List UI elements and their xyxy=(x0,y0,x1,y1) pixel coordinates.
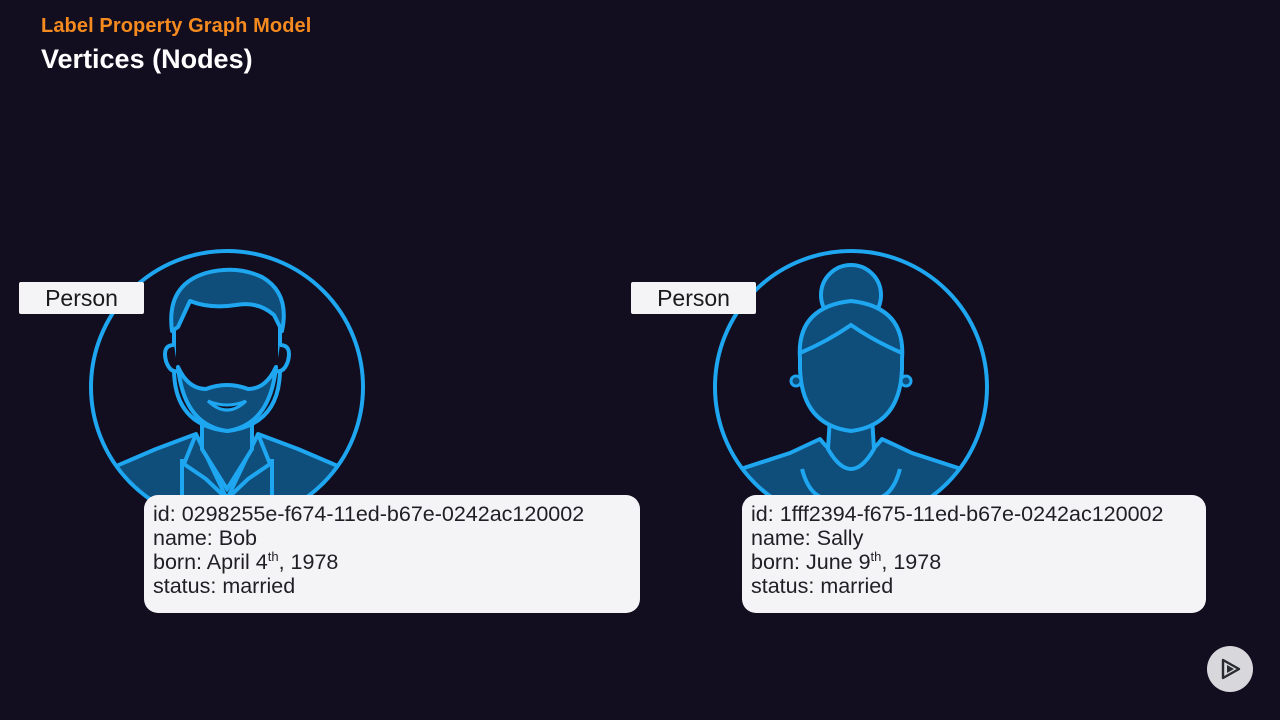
properties-card: id: 1fff2394-f675-11ed-b67e-0242ac120002… xyxy=(742,495,1206,613)
property-status: status: married xyxy=(751,574,894,598)
property-name: name: Bob xyxy=(153,526,257,550)
property-status: status: married xyxy=(153,574,296,598)
play-icon xyxy=(1221,658,1241,680)
property-id: id: 0298255e-f674-11ed-b67e-0242ac120002 xyxy=(153,502,585,526)
property-born: born: June 9th, 1978 xyxy=(751,549,942,574)
slide-title: Vertices (Nodes) xyxy=(41,44,253,74)
vertex-label-person: Person xyxy=(19,282,144,314)
property-id: id: 1fff2394-f675-11ed-b67e-0242ac120002 xyxy=(751,502,1164,526)
slide-subtitle: Label Property Graph Model xyxy=(41,15,312,37)
vertex-label-person: Person xyxy=(631,282,756,314)
properties-card: id: 0298255e-f674-11ed-b67e-0242ac120002… xyxy=(144,495,640,613)
property-name: name: Sally xyxy=(751,526,864,550)
property-born: born: April 4th, 1978 xyxy=(153,549,339,574)
play-button[interactable] xyxy=(1207,646,1253,692)
